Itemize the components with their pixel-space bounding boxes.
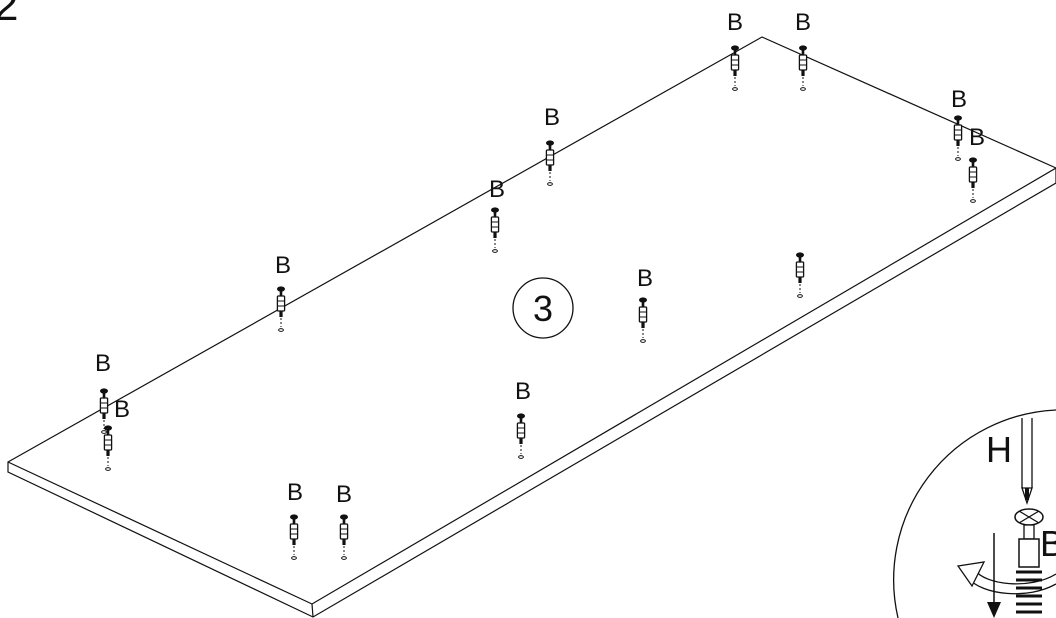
part-label: B <box>795 9 811 36</box>
down-arrow-icon <box>987 533 1001 618</box>
part-label: B <box>336 481 352 508</box>
part-label: B <box>969 124 985 151</box>
tool-label: H <box>986 429 1012 470</box>
part-label: B <box>515 378 531 405</box>
rotate-arrow-icon <box>956 561 1056 595</box>
detail-callout: H B <box>893 409 1056 618</box>
part-label: B <box>95 350 111 377</box>
part-label: B <box>544 104 560 131</box>
part-label: B <box>489 176 505 203</box>
detail-part-label: B <box>1040 523 1056 564</box>
part-label: B <box>951 86 967 113</box>
part-label: B <box>275 252 291 279</box>
sub-step-number: 3 <box>533 288 553 329</box>
step-number: 2 <box>0 0 18 30</box>
sub-step-marker: 3 <box>512 277 574 339</box>
part-label: B <box>637 265 653 292</box>
part-label: B <box>727 9 743 36</box>
part-label: B <box>287 479 303 506</box>
part-label: B <box>114 396 130 423</box>
part-labels: B B B B B B B B B B B B B <box>95 9 985 508</box>
cam-bolt-icon <box>1014 508 1044 614</box>
screwdriver-icon <box>1021 418 1033 506</box>
